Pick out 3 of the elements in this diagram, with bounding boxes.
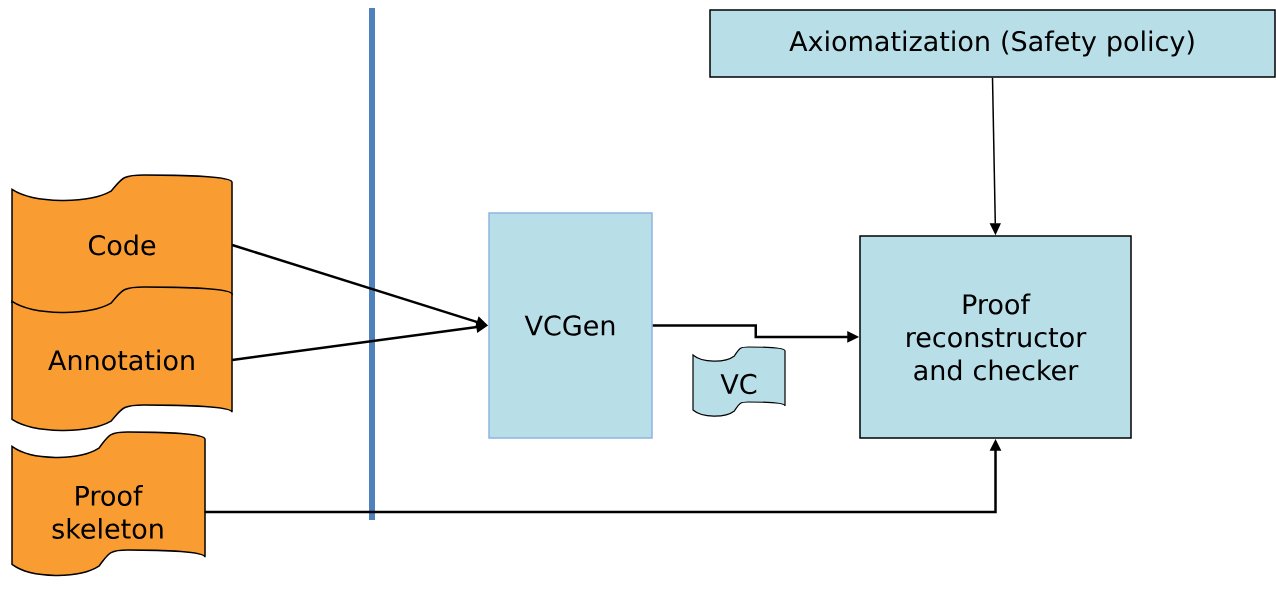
process-box: Axiomatization (Safety policy) xyxy=(709,9,1276,78)
process-box: Proof reconstructor and checker xyxy=(859,235,1132,439)
process-box: VCGen xyxy=(488,212,653,439)
